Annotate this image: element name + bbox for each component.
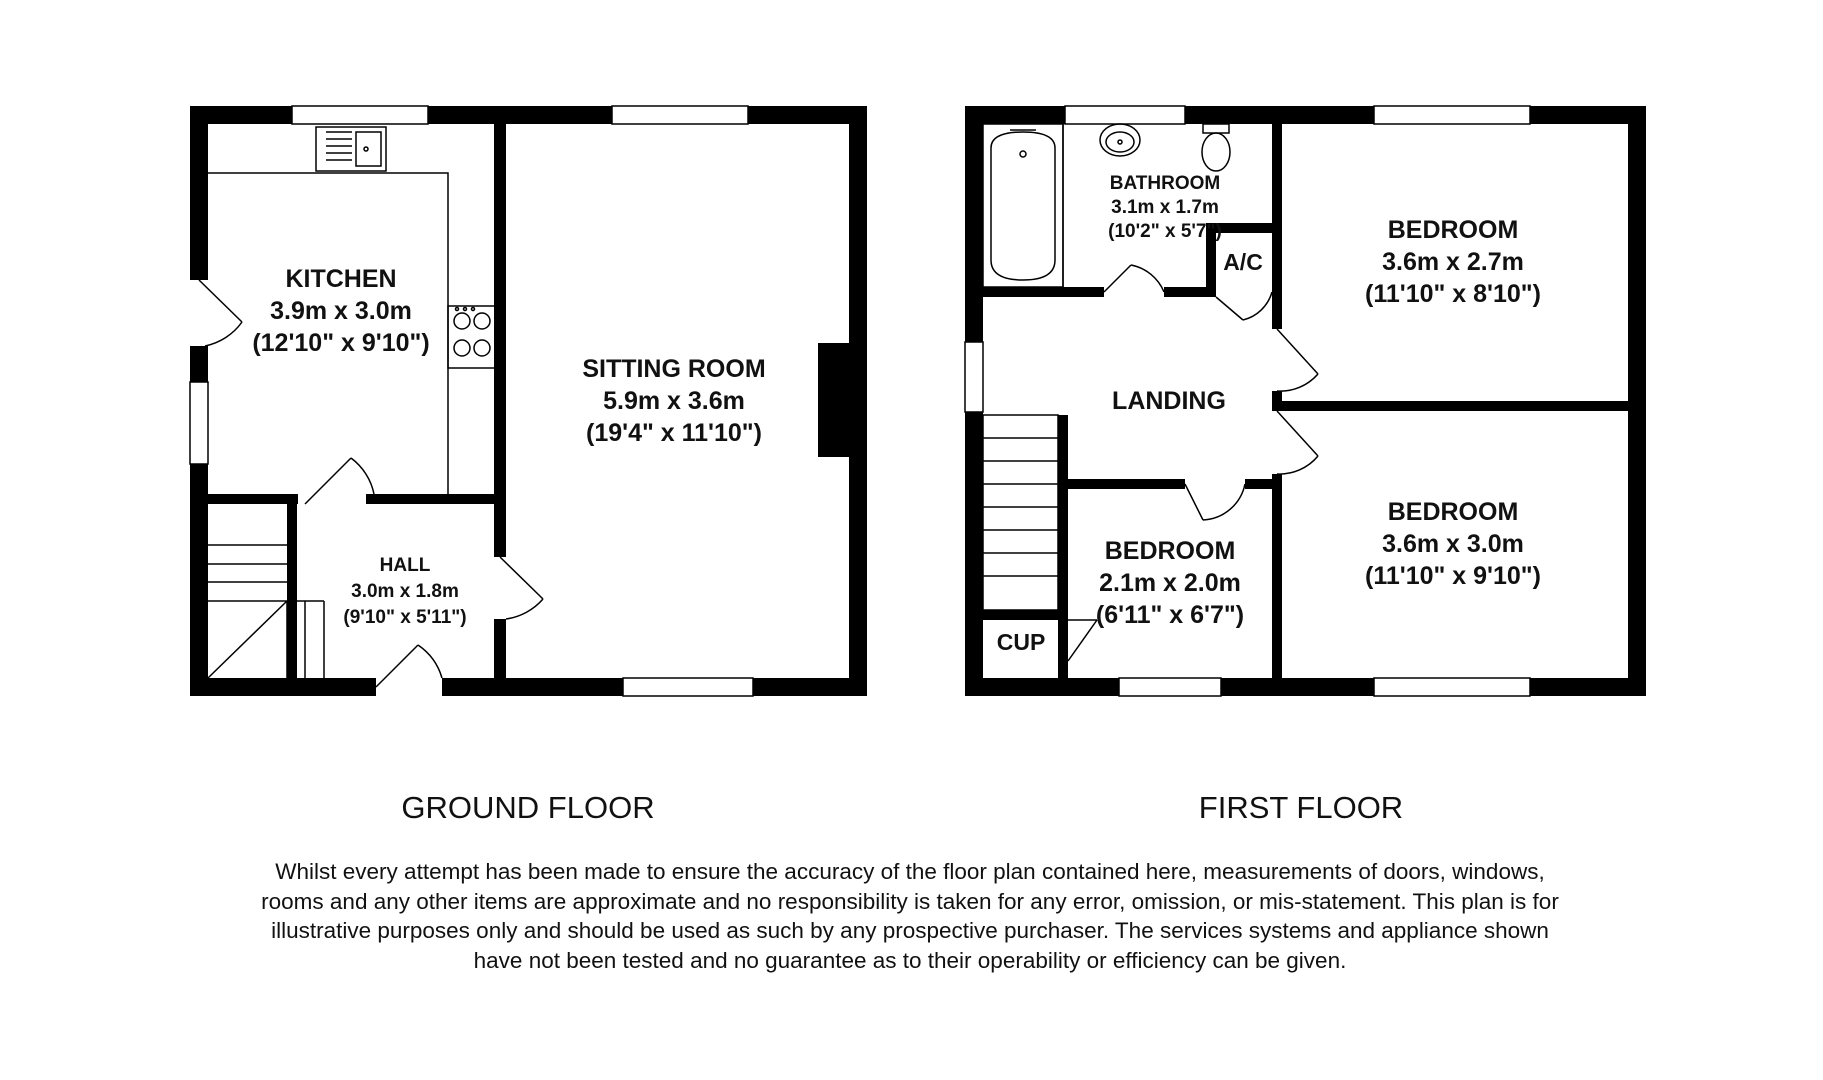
window	[1064, 105, 1186, 125]
kitchen-metric: 3.9m x 3.0m	[270, 297, 412, 325]
airing-cupboard-label: A/C	[1223, 249, 1263, 275]
sitting-room-imperial: (19'4" x 11'10")	[586, 419, 762, 447]
disclaimer-text: Whilst every attempt has been made to en…	[261, 859, 1559, 973]
wall	[287, 504, 297, 678]
staircase	[982, 414, 1059, 611]
wall	[208, 494, 298, 504]
toilet-icon	[1201, 123, 1231, 172]
kitchen-imperial: (12'10" x 9'10")	[252, 329, 429, 357]
window	[291, 105, 429, 125]
wall	[366, 494, 494, 504]
bedroom-2-name: BEDROOM	[1388, 498, 1519, 526]
window	[964, 341, 984, 413]
wall	[1272, 474, 1282, 678]
door	[375, 644, 443, 688]
basin-icon	[1099, 123, 1141, 157]
window	[1373, 105, 1531, 125]
wall	[1068, 479, 1185, 489]
wall	[1272, 391, 1282, 411]
bedroom-3-name: BEDROOM	[1105, 537, 1236, 565]
window	[611, 105, 749, 125]
wall	[1058, 415, 1068, 678]
sink-icon	[315, 126, 387, 172]
wall	[1164, 287, 1216, 297]
door	[1215, 291, 1273, 321]
ground-floor-caption: GROUND FLOOR	[401, 790, 654, 825]
bedroom-1-imperial: (11'10" x 8'10")	[1365, 280, 1541, 308]
window	[1118, 677, 1222, 697]
staircase	[207, 544, 325, 679]
sitting-room-metric: 5.9m x 3.6m	[603, 387, 745, 415]
wall	[190, 678, 867, 696]
bedroom-3-imperial: (6'11" x 6'7")	[1096, 601, 1244, 629]
door	[1276, 328, 1319, 392]
wall	[983, 610, 1058, 620]
wall	[983, 287, 1104, 297]
wall	[1245, 479, 1272, 489]
landing-name: LANDING	[1112, 387, 1226, 415]
first-floor-caption: FIRST FLOOR	[1199, 790, 1403, 825]
door	[304, 457, 375, 505]
door	[499, 556, 544, 620]
wall	[1058, 661, 1068, 678]
bedroom-1-name: BEDROOM	[1388, 216, 1519, 244]
window	[1373, 677, 1531, 697]
wall	[849, 106, 867, 696]
first-floor-plan: BATHROOM 3.1m x 1.7m (10'2" x 5'7") BEDR…	[964, 105, 1646, 825]
door	[1184, 483, 1246, 521]
hall-metric: 3.0m x 1.8m	[351, 581, 459, 602]
chimney-breast	[818, 343, 849, 457]
bedroom-2-metric: 3.6m x 3.0m	[1382, 530, 1524, 558]
wall	[494, 124, 506, 678]
wall	[1282, 401, 1628, 411]
bedroom-2-imperial: (11'10" x 9'10")	[1365, 562, 1541, 590]
wall	[1628, 106, 1646, 696]
door	[1276, 410, 1319, 475]
bedroom-1-metric: 3.6m x 2.7m	[1382, 248, 1524, 276]
hall-imperial: (9'10" x 5'11")	[343, 607, 466, 628]
ground-floor-plan: KITCHEN 3.9m x 3.0m (12'10" x 9'10") SIT…	[189, 105, 867, 825]
kitchen-worktop	[208, 172, 449, 494]
window	[622, 677, 754, 697]
hob-icon	[447, 305, 497, 369]
cupboard-label: CUP	[997, 629, 1046, 655]
bathroom-name: BATHROOM	[1110, 173, 1220, 194]
bedroom-3-metric: 2.1m x 2.0m	[1099, 569, 1241, 597]
door	[198, 279, 243, 347]
wall	[965, 678, 1646, 696]
wall	[1206, 223, 1272, 233]
bath-icon	[982, 123, 1064, 288]
sitting-room-name: SITTING ROOM	[582, 355, 765, 383]
wall	[1272, 124, 1282, 329]
window	[189, 381, 209, 465]
door	[1103, 264, 1165, 293]
kitchen-name: KITCHEN	[285, 265, 396, 293]
hall-name: HALL	[380, 555, 431, 576]
bathroom-metric: 3.1m x 1.7m	[1111, 197, 1219, 218]
door	[1063, 619, 1098, 662]
bathroom-imperial: (10'2" x 5'7")	[1108, 221, 1222, 242]
wall	[1206, 223, 1216, 297]
